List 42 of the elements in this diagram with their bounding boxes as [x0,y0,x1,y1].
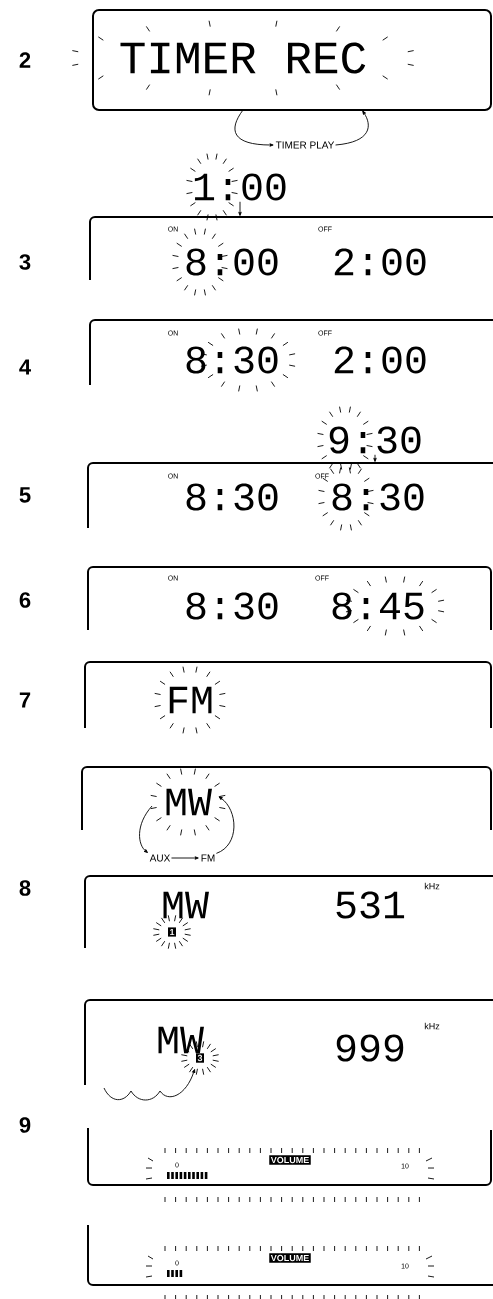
arrow [238,201,242,216]
step-number: 4 [19,359,31,375]
time-digits: 8:30 [186,592,278,620]
time-digits: 2:00 [334,248,426,276]
time-digits: 8:45 [332,592,424,620]
frequency-digits: 999 [336,1034,404,1062]
time-digits: 9:30 [329,426,421,454]
mode-label: TIMER PLAY [275,141,335,149]
arrow [234,109,274,147]
arrow [335,110,369,146]
frequency-digits: 531 [336,891,405,919]
band-text: FM [169,686,212,714]
band-text: MW [163,891,209,919]
volume-tag: VOLUME [269,1253,311,1263]
time-digits: 8:30 [186,346,278,374]
display-text: TIMER REC [120,42,366,74]
arrow [215,796,235,854]
time-digits: 8:00 [186,248,278,276]
volume-tag: VOLUME [269,1155,311,1165]
band-text: MW [158,1026,204,1054]
arrow [103,1069,196,1101]
mode-label: FM [201,854,215,862]
step-number: 7 [19,692,31,708]
time-digits: 8:30 [332,483,424,511]
preset-number: 1 [168,927,176,937]
step-number: 9 [19,1117,31,1133]
step-number: 5 [19,487,31,503]
time-digits: 1:00 [194,173,286,201]
preset-number: 3 [196,1053,204,1063]
step-number: 2 [19,52,31,68]
step-number: 3 [19,254,31,270]
time-digits: 8:30 [186,483,278,511]
time-digits: 2:00 [334,346,426,374]
mode-label: AUX [149,854,171,862]
unit-label: kHz [424,882,440,890]
step-number: 6 [19,592,31,608]
arrow [373,454,377,462]
arrow [139,805,153,853]
arrow [171,856,199,860]
unit-label: kHz [424,1022,440,1030]
step-number: 8 [19,880,31,896]
band-text: MW [166,788,212,816]
